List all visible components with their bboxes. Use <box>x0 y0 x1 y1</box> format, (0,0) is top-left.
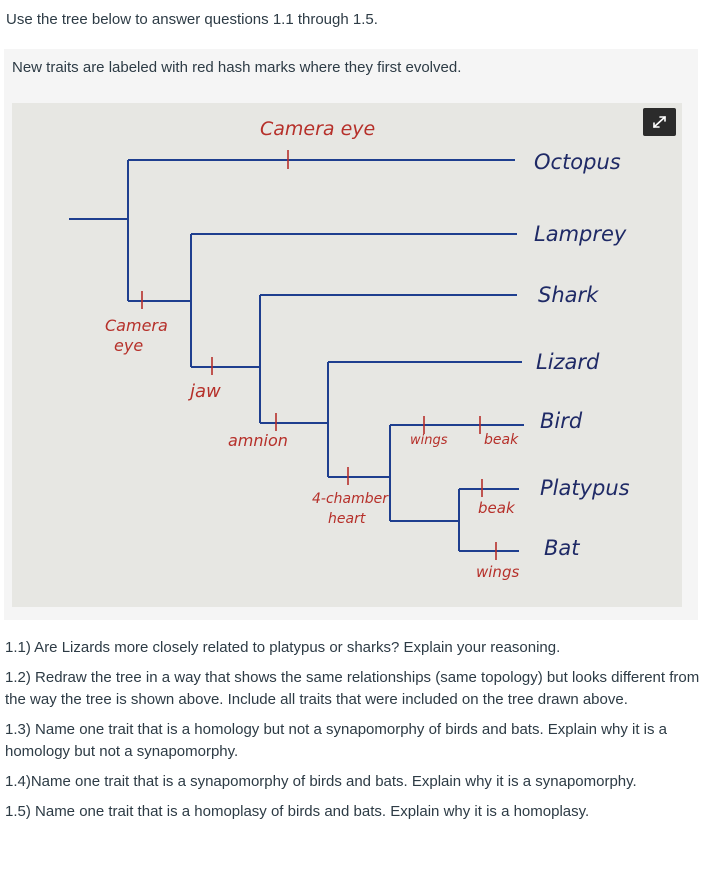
trait-hash-marks <box>141 150 497 560</box>
trait-wings-bird: wings <box>410 433 448 448</box>
tree-branches <box>69 159 524 552</box>
trait-beak-platypus: beak <box>478 499 516 517</box>
tree-photo: Octopus Lamprey Shark Lizard Bird Platyp… <box>12 103 682 607</box>
trait-jaw: jaw <box>187 381 221 402</box>
panel-caption: New traits are labeled with red hash mar… <box>12 59 462 76</box>
tip-octopus: Octopus <box>534 150 621 174</box>
question-1-2: 1.2) Redraw the tree in a way that shows… <box>5 669 700 708</box>
tip-lamprey: Lamprey <box>534 222 627 246</box>
question-1-5: 1.5) Name one trait that is a homoplasy … <box>5 803 590 820</box>
question-1-3: 1.3) Name one trait that is a homology b… <box>5 721 668 760</box>
trait-labels: Camera eye Camera eye jaw amnion 4-chamb… <box>105 118 519 581</box>
intro-text: Use the tree below to answer questions 1… <box>6 11 378 28</box>
trait-wings-bat: wings <box>476 563 519 581</box>
tip-bird: Bird <box>540 409 583 433</box>
expand-image-button[interactable] <box>643 108 676 136</box>
trait-4-chamber-heart: 4-chamber heart <box>312 491 392 527</box>
tip-shark: Shark <box>538 283 599 307</box>
phylogenetic-tree: Octopus Lamprey Shark Lizard Bird Platyp… <box>69 118 630 581</box>
image-panel: New traits are labeled with red hash mar… <box>4 49 698 620</box>
trait-heart-line2: heart <box>328 511 366 527</box>
question-1-4: 1.4)Name one trait that is a synapomorph… <box>5 773 637 790</box>
trait-amnion: amnion <box>228 431 288 450</box>
trait-camera-eye-top: Camera eye <box>260 118 375 140</box>
trait-heart-line1: 4-chamber <box>312 491 389 507</box>
trait-beak-bird: beak <box>484 432 519 448</box>
tip-bat: Bat <box>544 536 580 560</box>
question-list: 1.1) Are Lizards more closely related to… <box>5 637 715 831</box>
tip-platypus: Platypus <box>540 476 630 500</box>
question-1-1: 1.1) Are Lizards more closely related to… <box>5 639 561 656</box>
expand-arrows-icon <box>653 116 666 128</box>
tip-lizard: Lizard <box>536 350 600 374</box>
tip-labels: Octopus Lamprey Shark Lizard Bird Platyp… <box>534 150 630 560</box>
trait-camera-eye-node-line1: Camera <box>105 316 168 335</box>
trait-camera-eye-node: Camera eye <box>105 316 173 355</box>
trait-camera-eye-node-line2: eye <box>114 336 143 355</box>
